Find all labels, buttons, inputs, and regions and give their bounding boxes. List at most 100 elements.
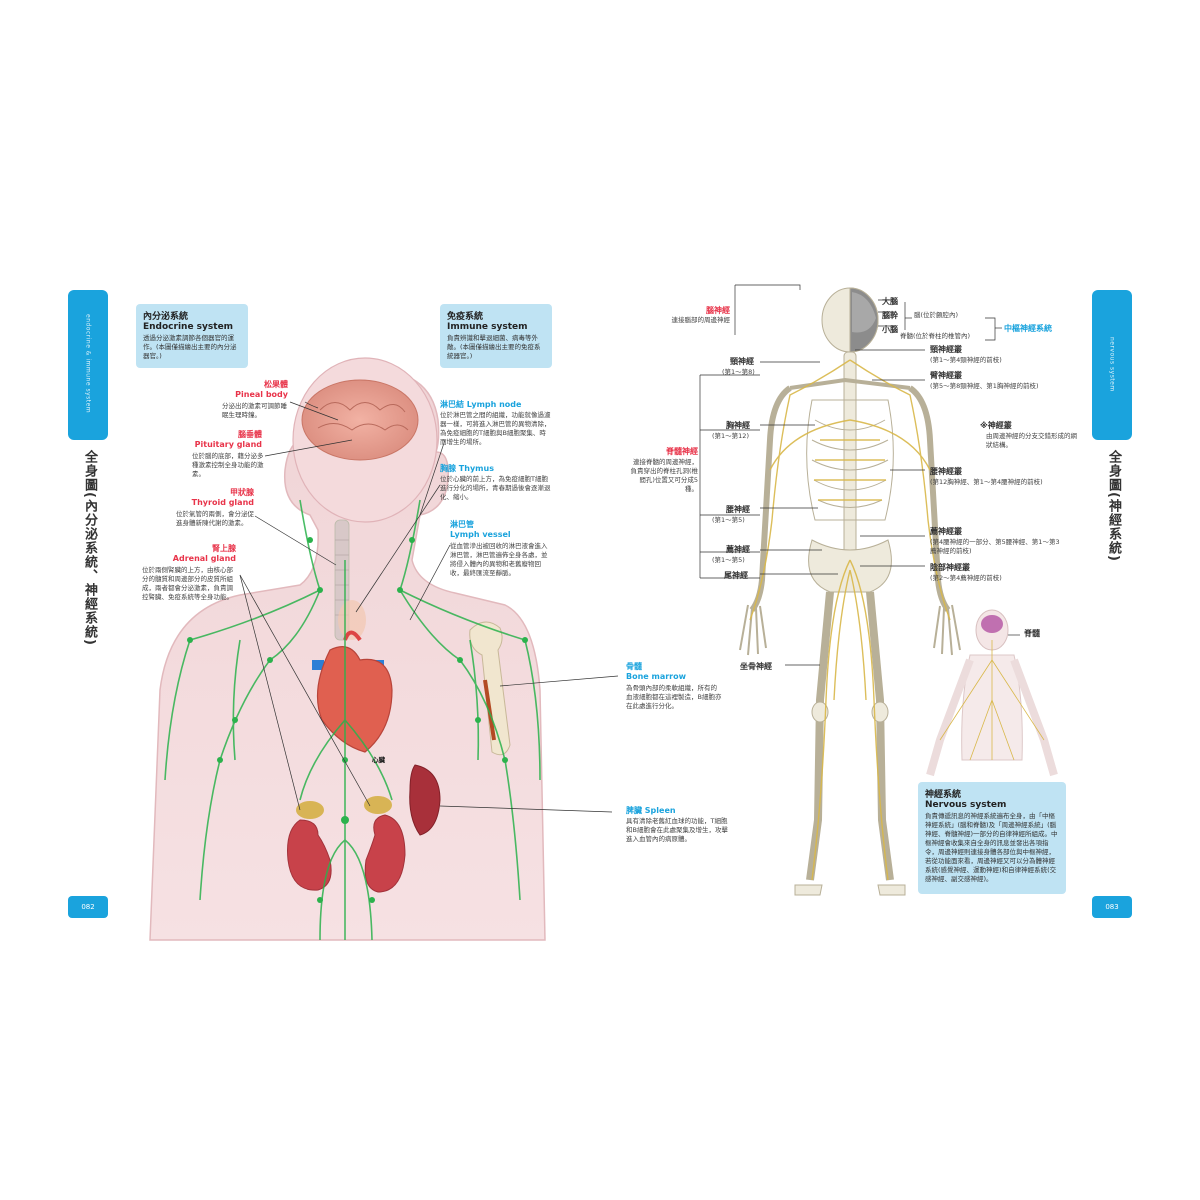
nervous-system-box: 神經系統 Nervous system 負責傳遞訊息的神經系統遍布全身，由「中樞… [918,782,1066,894]
right-vertical-title: 全身圖(神經系統) [1106,450,1121,562]
coccygeal-nerve-label: 尾神經 [724,571,748,580]
adrenal-zh: 腎上腺 [212,544,236,553]
heart-shape [316,646,393,753]
brachial-plexus-desc: (第5～第8頸神經、第1胸神經的前枝) [930,382,1039,390]
lymph-node-label: 淋巴結 Lymph node [440,400,550,410]
lymph-vessel-label: 淋巴管 Lymph vessel [450,520,550,540]
bone-marrow-en: Bone marrow [626,672,687,681]
pituitary-en: Pituitary gland [194,440,262,449]
brachial-plexus-label: 臂神經叢 [930,371,962,380]
left-page-number: 082 [68,896,108,918]
cranial-nerve-label: 腦神經 [706,306,730,315]
lumbar-plexus-label: 腰神經叢 [930,467,962,476]
lymph-node-desc: 位於淋巴管之間的組織，功能就像過濾器一樣，可將進入淋巴管的異物清除，為免疫細胞的… [440,411,551,446]
pineal-label: 松果體 Pineal body [210,380,288,400]
immune-system-box: 免疫系統 Immune system 負責辨識和擊退細菌、病毒等外敵。(本圖僅描… [440,304,552,368]
lymph-vessel-zh: 淋巴管 [450,520,474,529]
pineal-en: Pineal body [235,390,288,399]
sacral-plexus-label: 薦神經叢 [930,527,962,536]
spinal-nerve-label: 脊髓神經 [666,447,698,456]
bone-marrow-zh: 骨髓 [626,662,642,671]
sacral-plexus-desc: (第4腰神經的一部分、第5腰神經、第1～第3薦神經的前枝) [930,538,1060,555]
pudendal-plexus-desc: (第2～第4薦神經的前枝) [930,574,1002,582]
cerebellum-label: 小腦 [882,325,898,334]
lymph-node-en: Lymph node [466,400,522,409]
lymph-vessel-desc: 從血管滲出被回收的淋巴液會進入淋巴管，淋巴管遍佈全身各處，並將侵入體內的異物和老… [450,542,548,577]
spleen-shape [409,764,441,836]
adrenal-en: Adrenal gland [172,554,236,563]
heart-label: 心臟 [372,756,385,764]
pineal-zh: 松果體 [264,380,288,389]
sciatic-nerve-label: 坐骨神經 [740,662,772,671]
thymus-en: Thymus [458,464,494,473]
cervical-plexus-desc: (第1～第4頸神經的前枝) [930,356,1002,364]
pituitary-label: 腦垂體 Pituitary gland [186,430,262,450]
lumbar-nerve-range: (第1～第5) [712,516,745,524]
immune-title-zh: 免疫系統 [447,312,484,322]
thoracic-nerve-range: (第1～第12) [712,432,749,440]
thyroid-zh: 甲狀腺 [230,488,254,497]
sacral-nerve-range: (第1～第5) [712,556,745,564]
left-side-tab: endocrine & immune system [68,290,108,440]
immune-desc: 負責辨識和擊退細菌、病毒等外敵。(本圖僅描繪出主要的免疫系統器官。) [447,334,541,360]
thymus-desc: 位於心臟的前上方，為免疫細胞T細胞進行分化的場所，青春期過後會逐漸退化、縮小。 [440,475,551,501]
kidney-left [287,819,332,891]
cerebrum-label: 大腦 [882,297,898,306]
cervical-nerve-label: 頸神經 [730,357,754,366]
endocrine-system-box: 內分泌系統 Endocrine system 透過分泌激素調節各個器官的運作。(… [136,304,248,368]
spleen-label: 脾臟 Spleen [626,806,726,816]
right-tab-subtitle: nervous system [1108,336,1116,392]
left-vertical-title: 全身圖(內分泌系統、神經系統) [82,450,97,646]
thymus-zh: 胸腺 [440,464,456,473]
plexus-note-label: ※神經叢 [980,421,1012,430]
thoracic-nerve-label: 胸神經 [726,421,750,430]
kidney-right [364,814,406,893]
immune-title-en: Immune system [447,322,528,332]
cervical-plexus-label: 頸神經叢 [930,345,962,354]
spleen-zh: 脾臟 [626,806,642,815]
pituitary-desc: 位於腦的底部，藉分泌多種激素控制全身功能的激素。 [192,452,264,478]
bone-marrow-label: 骨髓 Bone marrow [626,662,716,682]
spleen-en: Spleen [644,806,676,815]
nervous-title-zh: 神經系統 [925,790,962,800]
small-nervous-figure [926,609,1058,777]
endocrine-title-zh: 內分泌系統 [143,312,189,322]
spinal-cord-label: 脊髓 [1024,629,1040,638]
right-page-number: 083 [1092,896,1132,918]
brainstem-label: 腦幹 [882,311,898,320]
adrenal-desc: 位於兩側腎臟的上方，由核心部分的髓質和周邊部分的皮質所組成，兩者都會分泌激素，負… [142,566,233,601]
spinal-nerve-desc: 連接脊髓的周邊神經，負責穿出的脊柱孔洞(椎間孔)位置又可分成5種。 [630,458,698,493]
cns-label: 中樞神經系統 [1004,324,1052,333]
bone-marrow-bone [469,621,511,756]
brain-note: 腦(位於顱腔內) [914,311,959,319]
nervous-desc: 負責傳遞訊息的神經系統遍布全身，由「中樞神經系統」(腦和脊髓)及「周邊神經系統」… [925,812,1058,883]
pituitary-zh: 腦垂體 [238,430,262,439]
thyroid-desc: 位於氣管的兩側，會分泌促進身體新陳代謝的激素。 [176,510,254,527]
lumbar-plexus-desc: (第12胸神經、第1～第4腰神經的前枝) [930,478,1043,486]
lumbar-nerve-label: 腰神經 [726,505,750,514]
bone-marrow-desc: 為骨頭內部的柔軟組織，所有的血液細胞都在這裡製造，B細胞亦在此處進行分化。 [626,684,722,710]
endocrine-desc: 透過分泌激素調節各個器官的運作。(本圖僅描繪出主要的內分泌器官。) [143,334,237,360]
thyroid-label: 甲狀腺 Thyroid gland [178,488,254,508]
lymph-vessel-en: Lymph vessel [450,530,511,539]
pineal-desc: 分泌出的激素可調節睡眠生理時鐘。 [222,402,287,419]
pudendal-plexus-label: 陰部神經叢 [930,563,970,572]
cervical-nerve-range: (第1～第8) [722,368,755,376]
brain-shape [301,379,419,461]
spleen-desc: 具有清除老舊紅血球的功能，T細胞和B細胞會在此處聚集及增生，攻擊進入血管內的病原… [626,817,728,843]
lymph-node-zh: 淋巴結 [440,400,464,409]
spinal-cord-note: 脊髓(位於脊柱的椎管內) [900,332,971,340]
endocrine-title-en: Endocrine system [143,322,234,332]
cranial-nerve-desc: 連接腦部的周邊神經 [671,316,731,324]
right-side-tab: nervous system [1092,290,1132,440]
plexus-note-desc: 由周邊神經的分支交錯形成的網狀結構。 [986,432,1077,449]
sacral-nerve-label: 薦神經 [726,545,750,554]
nervous-title-en: Nervous system [925,800,1007,810]
left-tab-subtitle: endocrine & immune system [84,314,92,414]
adrenal-label: 腎上腺 Adrenal gland [160,544,236,564]
thymus-label: 胸腺 Thymus [440,464,550,474]
thyroid-en: Thyroid gland [191,498,254,507]
